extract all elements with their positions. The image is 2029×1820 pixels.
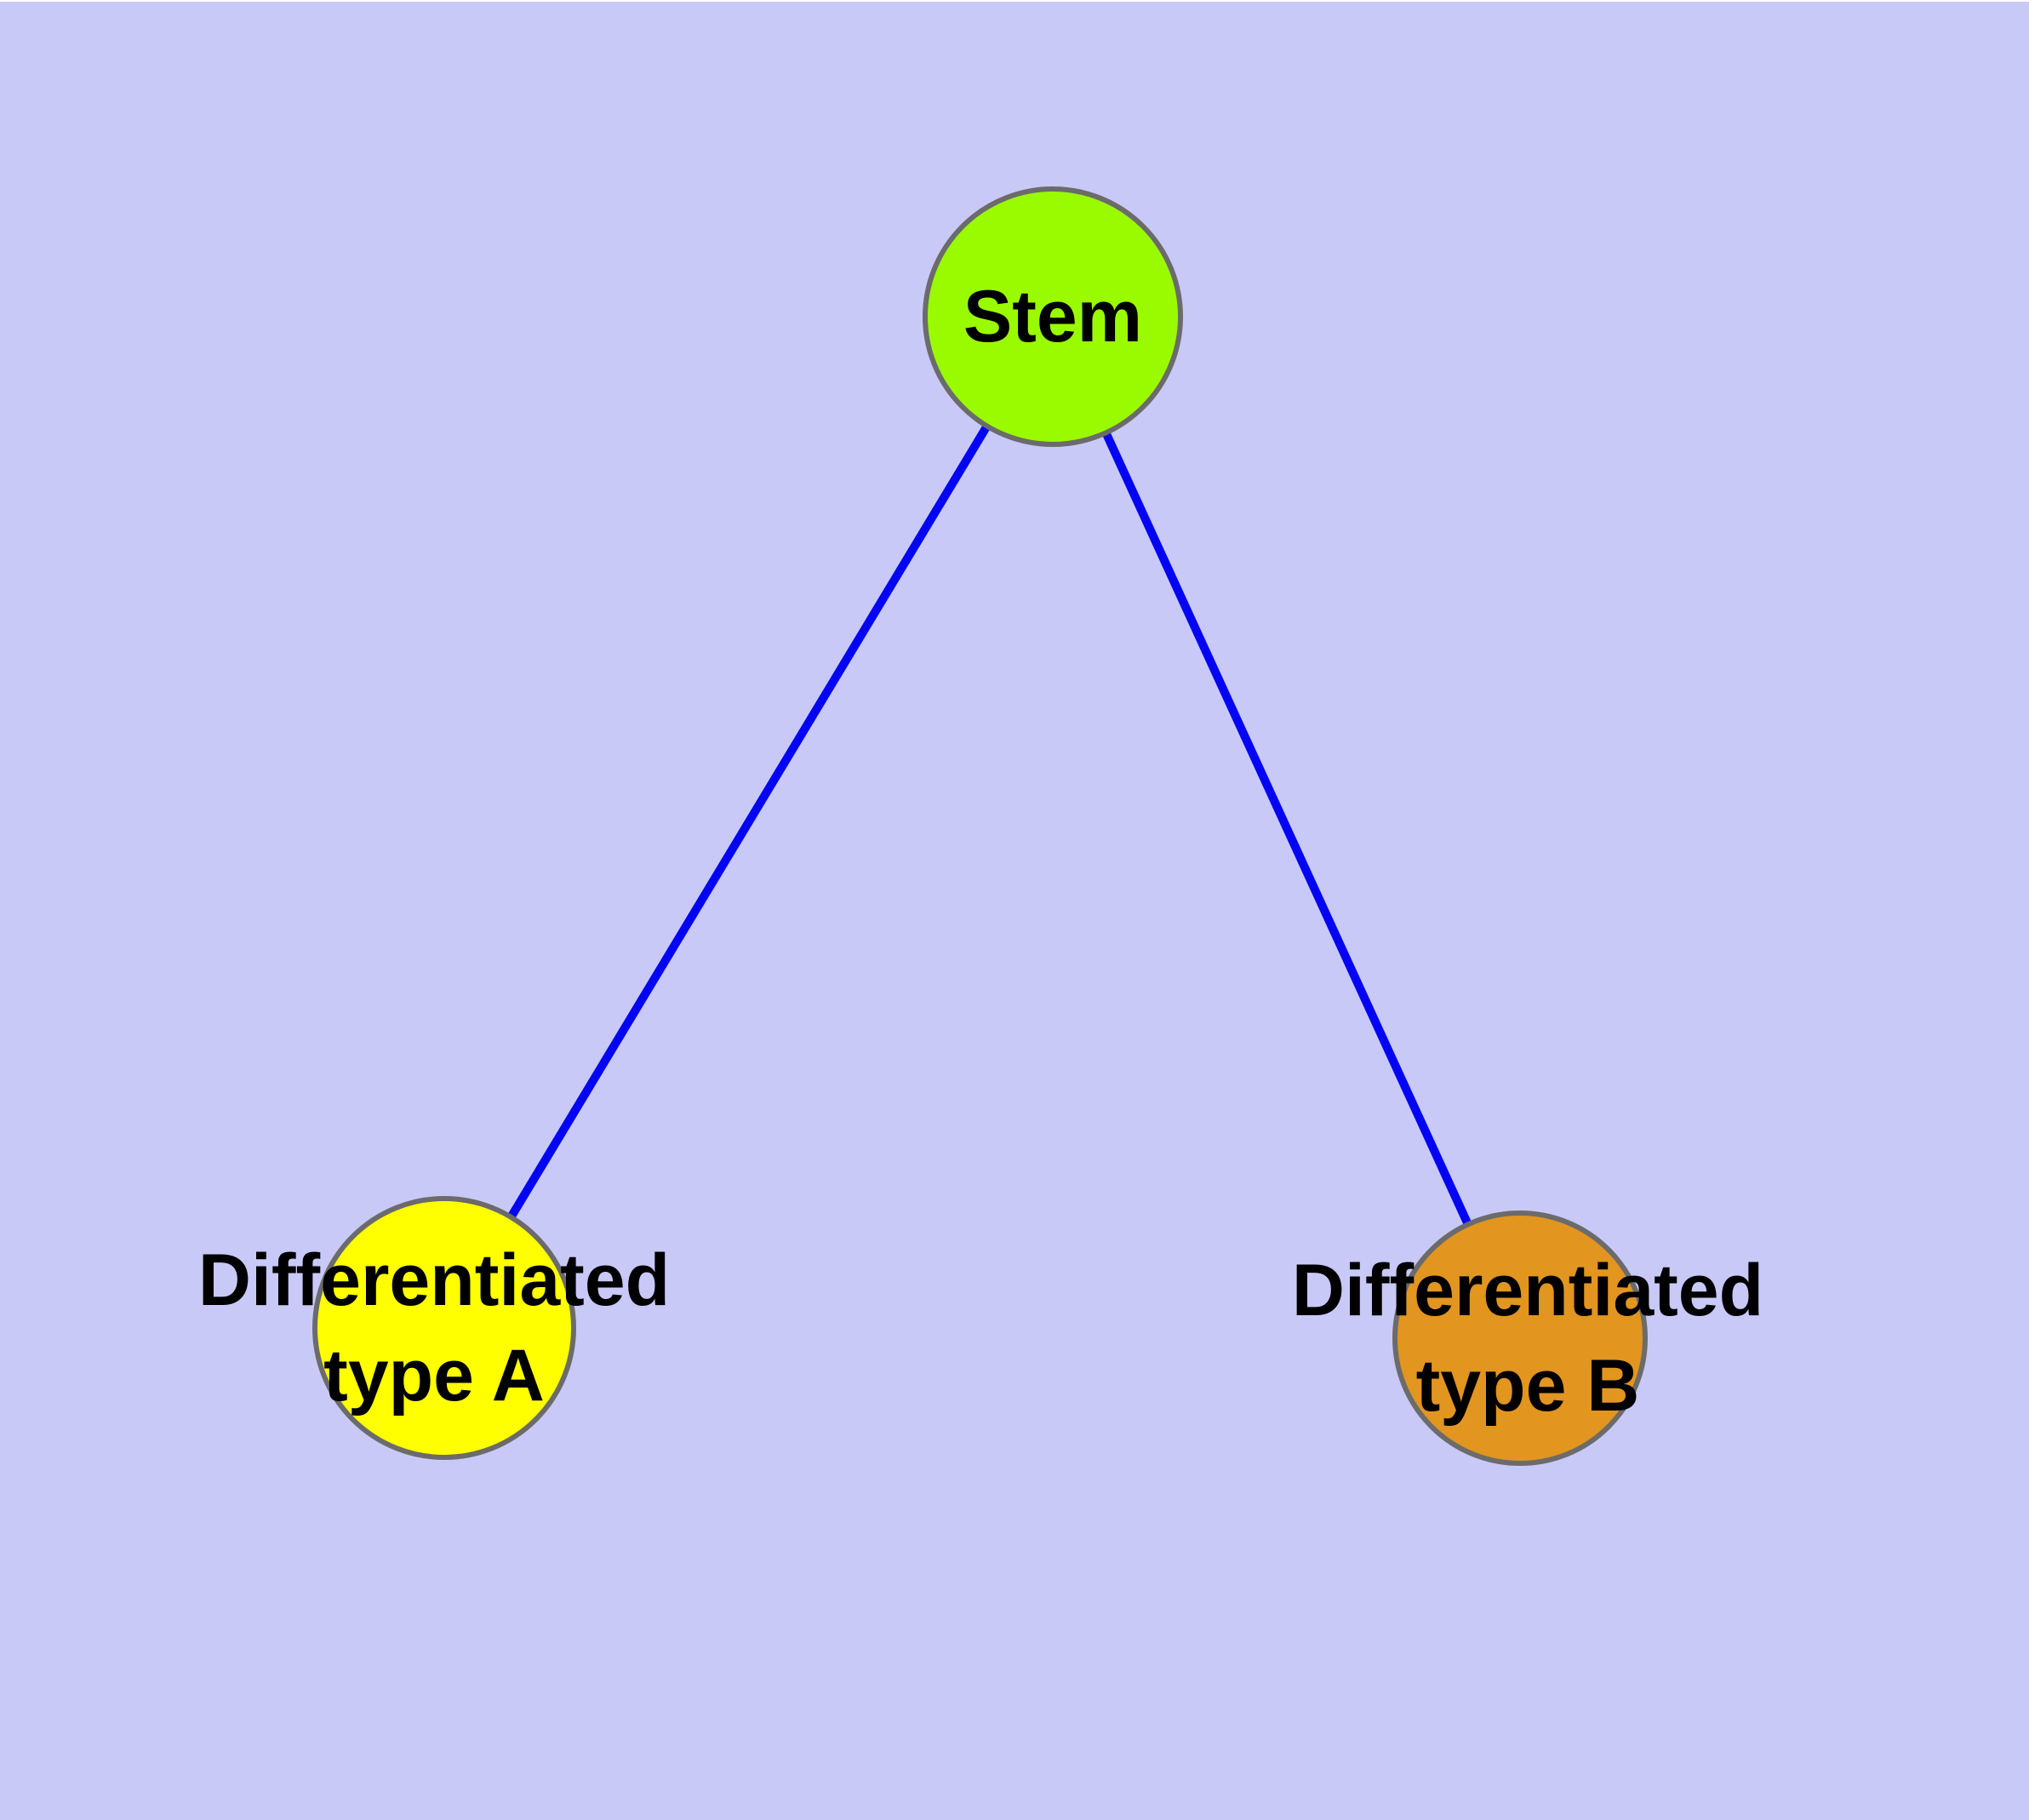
node-type-a-circle — [312, 1196, 576, 1460]
node-type-b-circle — [1392, 1210, 1648, 1466]
edge-stem-to-type-a — [440, 314, 1057, 1331]
node-stem-circle — [923, 186, 1183, 447]
edge-stem-to-type-b — [1049, 314, 1524, 1341]
